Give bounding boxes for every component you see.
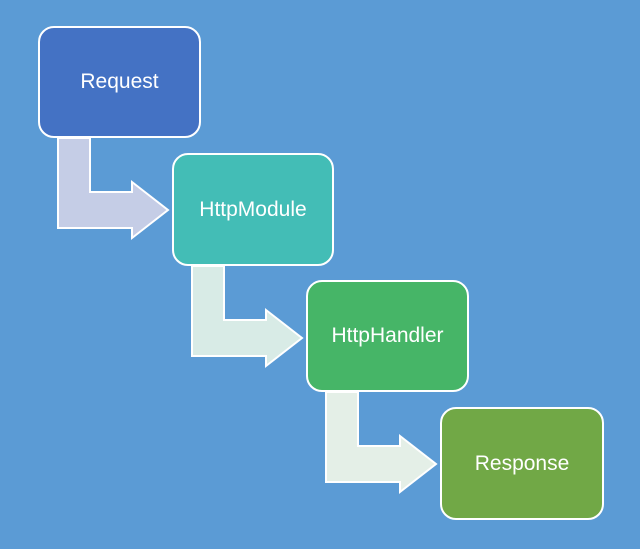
bent-arrow-module-to-handler [191,265,304,369]
http-handler-box: HttpHandler [306,280,469,392]
response-box: Response [440,407,604,520]
request-label: Request [80,70,159,93]
response-label: Response [474,451,570,475]
bent-arrow-handler-to-response [325,391,438,495]
request-box: Request [38,26,201,138]
http-handler-label: HttpHandler [331,324,444,347]
bent-arrow-request-to-module [57,137,170,241]
http-module-box: HttpModule [172,153,334,266]
http-module-label: HttpModule [199,197,307,221]
